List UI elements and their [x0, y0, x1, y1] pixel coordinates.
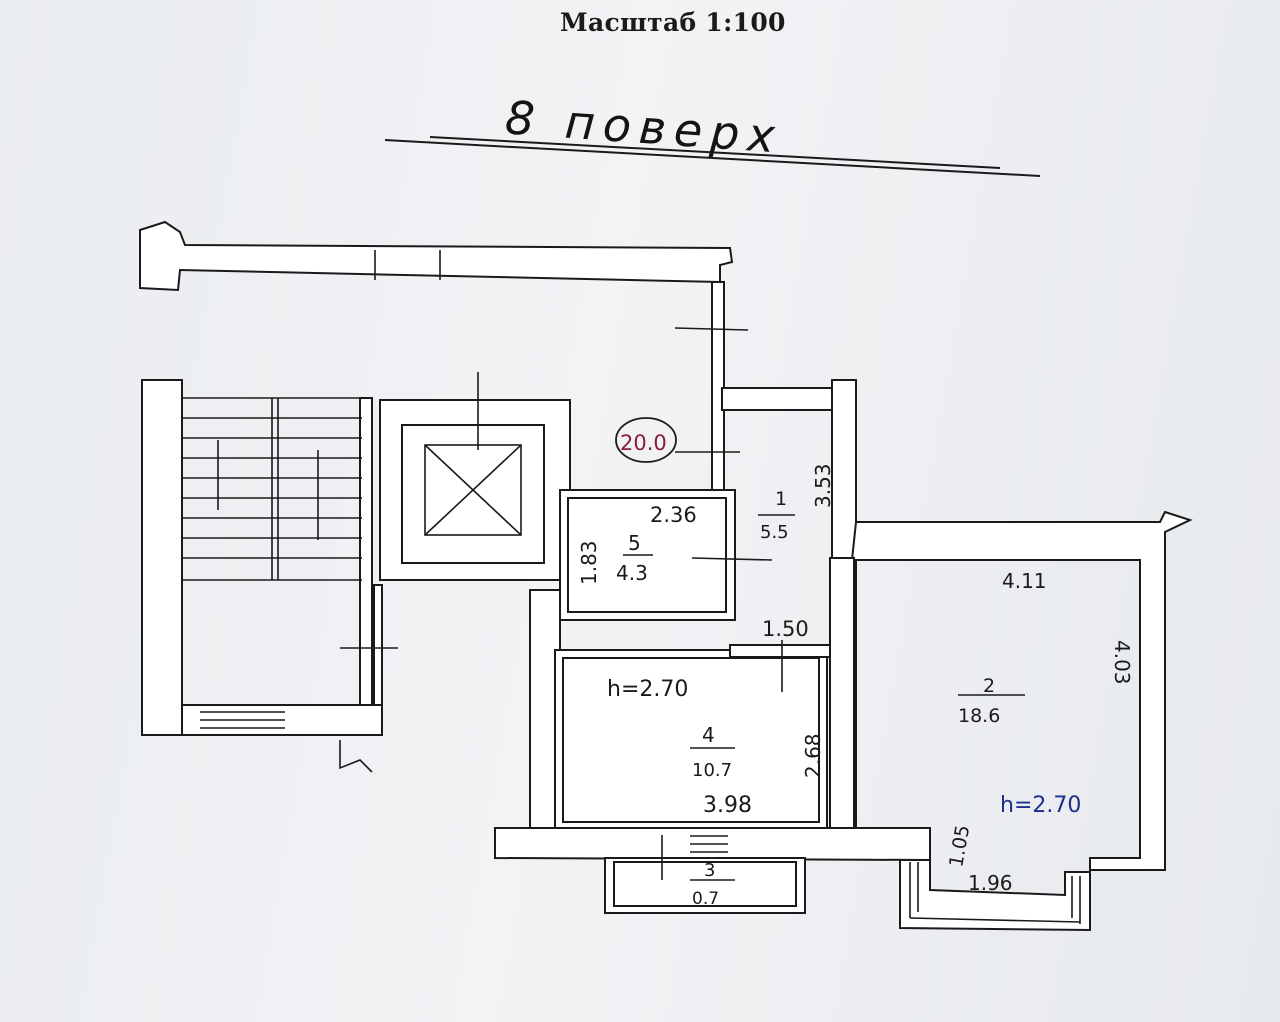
room1-height-dim: 3.53 [811, 463, 835, 508]
room4-ceiling-height: h=2.70 [607, 677, 688, 702]
room4-interior [562, 657, 820, 823]
elevator-cabin [424, 372, 522, 536]
balcony3-inner [613, 861, 797, 907]
room2-bay-height-dim: 1.05 [945, 823, 974, 868]
room2-height-dim: 4.03 [1110, 640, 1134, 685]
stair-wall [359, 397, 373, 709]
room5-width-dim: 2.36 [650, 503, 697, 527]
corridor-left-wall [373, 584, 383, 706]
room5-height-dim: 1.83 [577, 540, 601, 585]
top-exterior-wall [139, 220, 734, 292]
room2-ceiling-height: h=2.70 [1000, 793, 1081, 818]
dimension-labels: 2.36 1.83 3.53 1.50 4.11 4.03 3.98 2.68 … [577, 463, 1134, 895]
title-underline [384, 136, 1041, 177]
room4-number: 4 [702, 723, 715, 747]
room1-area: 5.5 [760, 522, 789, 543]
room-labels: 5 4.3 1 5.5 2 18.6 4 10.7 3 0.7 [616, 488, 1000, 909]
room4-area: 10.7 [692, 760, 732, 781]
room4-width-dim: 3.98 [703, 793, 752, 818]
room1-width-dim: 1.50 [762, 617, 809, 641]
balcony3-number: 3 [704, 860, 715, 881]
room1-bottom-wall [729, 644, 831, 658]
left-exterior-wall [141, 379, 183, 736]
room2-bay-width-dim: 1.96 [968, 871, 1013, 895]
scale-title: Масштаб 1:100 [560, 8, 786, 37]
room2-left-wall [829, 557, 855, 839]
room5-area: 4.3 [616, 561, 648, 585]
stair-steps [182, 397, 362, 581]
room2-number: 2 [983, 675, 995, 697]
room5-number: 5 [628, 531, 641, 555]
room1-top-wall [721, 387, 843, 411]
room1-number: 1 [775, 488, 787, 510]
room2-exterior-wall [850, 510, 1193, 871]
elevation-marker: 20.0 [615, 417, 677, 463]
room4-height-dim: 2.68 [801, 733, 825, 778]
room2-width-dim: 4.11 [1002, 569, 1047, 593]
details [182, 250, 1081, 924]
balcony3-area: 0.7 [692, 889, 719, 909]
ceiling-heights: h=2.70 h=2.70 [607, 677, 1081, 818]
elevation-marker-circle [615, 417, 677, 463]
room2-area: 18.6 [958, 705, 1000, 727]
elevation-marker-value: 20.0 [620, 431, 667, 455]
bay-window [899, 859, 1091, 932]
